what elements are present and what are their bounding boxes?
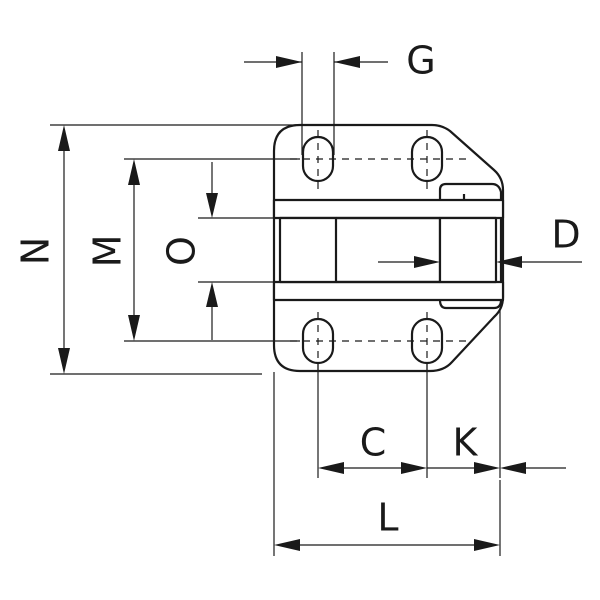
- dimension-m: M: [86, 158, 300, 342]
- c-arrow-right: [401, 462, 427, 474]
- d-arrow-right: [496, 256, 522, 268]
- n-arrow-top: [58, 125, 70, 151]
- l-arrow-left: [274, 539, 300, 551]
- dimension-c-k: C K: [317, 310, 566, 478]
- m-arrow-top: [128, 159, 140, 185]
- label-o: O: [160, 236, 204, 266]
- label-l: L: [377, 496, 398, 540]
- dimension-o: O: [160, 162, 280, 340]
- l-arrow-right: [474, 539, 500, 551]
- hinge-part: [272, 123, 505, 373]
- label-k: K: [453, 421, 479, 465]
- m-arrow-bottom: [128, 315, 140, 341]
- k-arrow-left: [474, 462, 500, 474]
- d-arrow-left: [414, 256, 440, 268]
- dimension-g: G: [244, 39, 436, 155]
- centre-block: [278, 216, 338, 284]
- n-arrow-bottom: [58, 348, 70, 374]
- label-d: D: [551, 213, 580, 257]
- label-m: M: [86, 235, 130, 268]
- g-arrow-left: [276, 56, 302, 68]
- lower-leaf-band: [272, 280, 505, 302]
- label-c: C: [360, 421, 387, 465]
- k-arrow-right: [500, 462, 526, 474]
- o-arrow-bottom: [206, 282, 218, 307]
- c-arrow-left: [318, 462, 344, 474]
- pin-block: [438, 216, 498, 284]
- dimension-n: N: [14, 124, 300, 375]
- label-n: N: [14, 237, 58, 265]
- upper-leaf-band: [272, 198, 505, 220]
- dimension-d: D: [378, 213, 582, 268]
- label-g: G: [406, 39, 435, 83]
- hinge-plate-outline: [272, 123, 505, 373]
- g-arrow-right: [334, 56, 360, 68]
- o-arrow-top: [206, 193, 218, 218]
- dimension-l: L: [273, 372, 501, 556]
